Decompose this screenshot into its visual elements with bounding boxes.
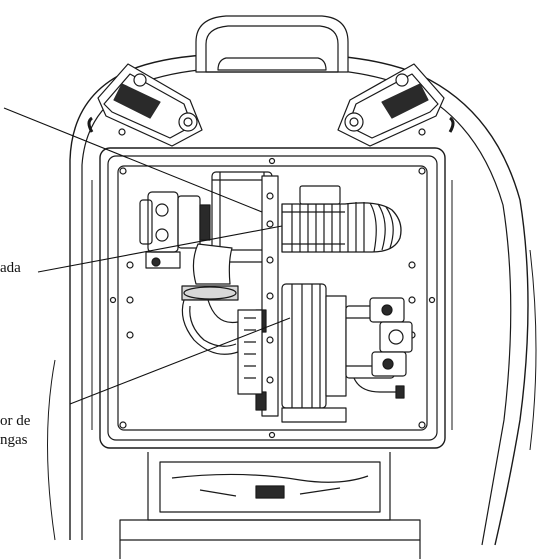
left-valve-assembly — [139, 191, 211, 269]
corrugated-hose — [281, 202, 402, 253]
right-valve-assembly — [345, 297, 413, 399]
leader-line-bottom — [69, 317, 291, 405]
leader-line-top — [3, 107, 263, 213]
callout-label-bottom-line2: ngas — [0, 432, 28, 448]
left-bracket — [97, 63, 203, 147]
motor-cylinder — [237, 283, 347, 423]
right-bracket — [337, 63, 445, 147]
elbow-pipe — [181, 243, 239, 355]
callout-label-bottom-line1: or de — [0, 413, 31, 429]
base — [119, 452, 421, 559]
callout-label-middle: ada — [0, 260, 21, 276]
leader-line-middle — [37, 225, 283, 273]
